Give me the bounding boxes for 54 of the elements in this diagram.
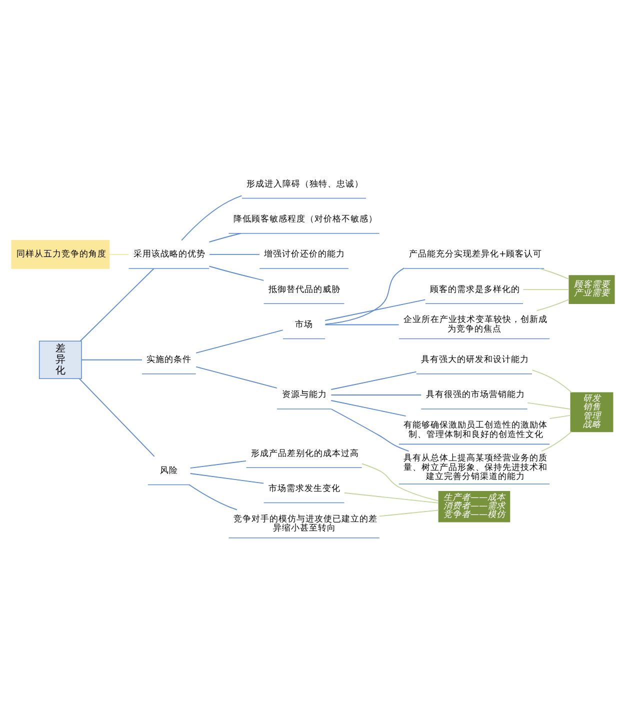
connector — [324, 324, 400, 326]
connector — [330, 371, 417, 390]
connector — [527, 402, 571, 410]
node-text: 竞争对手的模仿与进攻使已建立的差异缩小甚至转向 — [233, 514, 378, 534]
node-text: 资源与能力 — [282, 390, 327, 400]
node-text: 企业所在产业技术变革较快，创新成为竞争的焦点 — [404, 315, 548, 335]
node-text: 产品能充分实现差异化+顾客认可 — [409, 250, 542, 260]
node-text: 有能够确保激励员工创造性的激励体制、管理体制和良好的创造性文化 — [404, 420, 548, 440]
node-text: 市场需求发生变化 — [268, 484, 340, 494]
connector — [379, 510, 440, 517]
node-text: 形成产品差别化的成本过高 — [250, 448, 359, 459]
node-text: 增强讨价还价的能力 — [264, 250, 346, 260]
node-box: 顾客需要 产业需要 — [568, 275, 615, 304]
node-box: 差异化 — [38, 340, 82, 379]
node-text: 降低顾客敏感程度（对价格不敏感） — [233, 214, 378, 224]
connector — [324, 268, 405, 325]
connector — [330, 394, 422, 396]
node-text: 具有从总体上提高某项经营业务的质量、树立产品形象、保持先进技术和建立完善分销渠道的能力 — [404, 453, 548, 482]
connector — [80, 268, 154, 342]
node-text: 形成进入障碍（独特、忠诚） — [246, 179, 364, 190]
connector — [541, 431, 572, 452]
connector — [536, 298, 570, 312]
node-text: 市场 — [295, 320, 314, 330]
connector — [196, 366, 278, 389]
node-text: 具有强大的研发和设计能力 — [421, 355, 530, 366]
connector — [78, 378, 155, 457]
connector — [539, 268, 570, 280]
node-text: 抵御替代品的威胁 — [268, 284, 340, 295]
connector — [330, 400, 406, 416]
connector — [208, 232, 242, 242]
node-box: 生产者——成本 消费者——需求 竞争者——模仿 — [438, 491, 510, 522]
connector — [324, 299, 426, 321]
node-text: 具有很强的市场营销能力 — [426, 390, 525, 400]
node-text: 实施的条件 — [146, 355, 192, 366]
node-text: 采用该战略的优势 — [133, 250, 206, 260]
connector — [81, 359, 142, 360]
connector — [108, 254, 130, 255]
connector — [344, 492, 439, 504]
connector — [208, 266, 264, 281]
connector — [549, 414, 572, 420]
node-text: 顾客的需求是多样化的 — [430, 284, 520, 295]
connector — [362, 463, 439, 502]
connector — [188, 484, 238, 510]
node-box: 同样从五力竞争的角度 — [11, 240, 110, 269]
connector — [196, 330, 284, 354]
connector — [330, 408, 410, 452]
connector — [208, 254, 260, 255]
connector — [190, 473, 264, 484]
node-text: 风险 — [160, 466, 178, 476]
connector — [532, 370, 572, 393]
node-box: 研发 销售 管理 战略 — [570, 392, 614, 432]
connector — [522, 289, 570, 290]
connector — [190, 460, 246, 469]
connector — [181, 195, 242, 241]
